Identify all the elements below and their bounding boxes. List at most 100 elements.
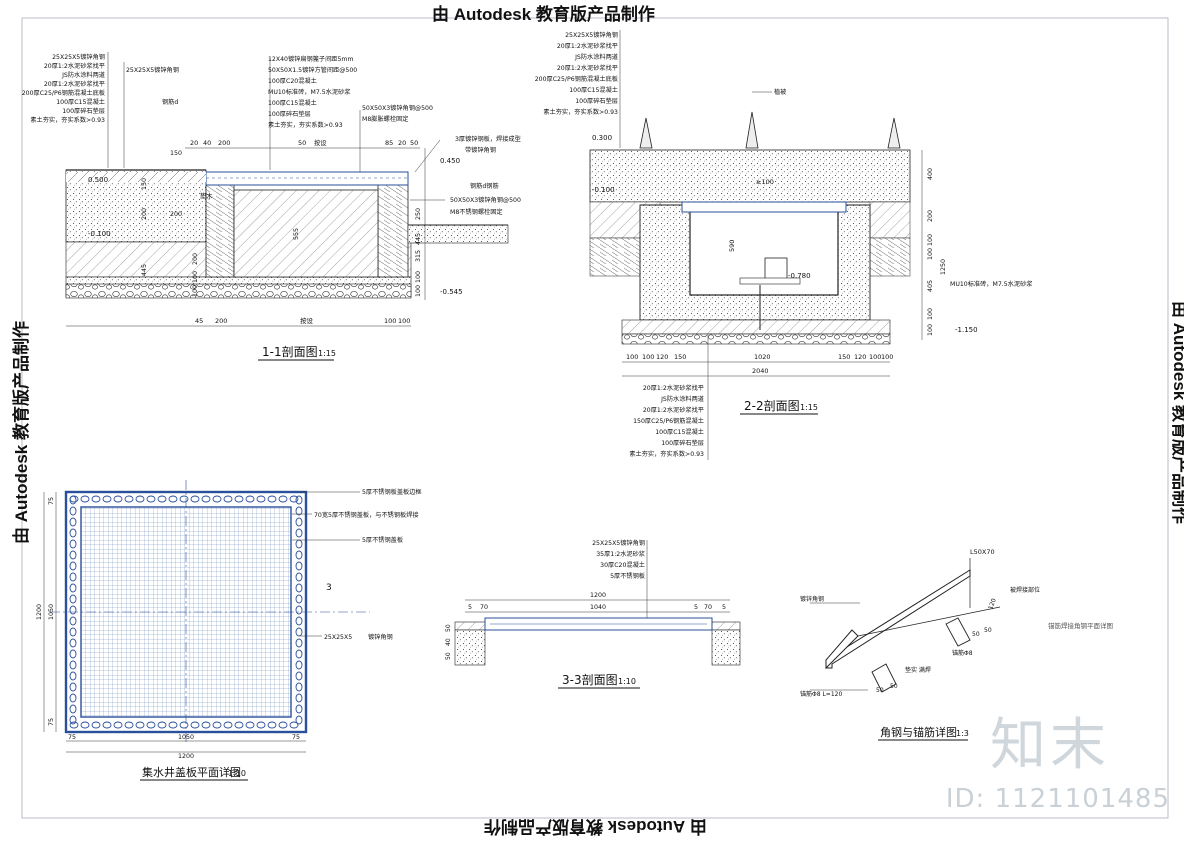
s3-dim: 50 [445, 624, 452, 632]
plan-scale: 1:10 [228, 769, 246, 778]
plan-callout: 5厚不锈钢板盖板边框 [362, 488, 422, 496]
weld-loop [69, 528, 77, 538]
s3-dim: 40 [445, 638, 452, 646]
s1-dim: 按设 [300, 316, 314, 325]
s1-dim: 40 [203, 139, 211, 147]
weld-loop [295, 561, 303, 571]
plan-dim: 75 [68, 734, 76, 741]
weld-loop [179, 495, 189, 503]
s1-dim: 50 [410, 139, 418, 147]
weld-loop [69, 583, 77, 593]
s2-layer: 100厚C15混凝土 [655, 428, 704, 436]
angle-callout: 锚筋Φ8 L=120 [800, 690, 842, 698]
s1-layer: 200厚C25/P6钢筋混凝土底板 [22, 89, 105, 97]
weld-loop [102, 721, 112, 729]
weld-loop [69, 594, 77, 604]
weld-loop [267, 495, 277, 503]
s1-callout: 带镀锌角钢 [465, 146, 496, 154]
angle-callout: 垫实 满焊 [905, 666, 931, 674]
s2-inner: ≥100 [756, 178, 774, 186]
s2-dim: 1250 [940, 259, 947, 275]
plan-title: 集水井盖板平面详图 [142, 765, 241, 779]
weld-loop [80, 495, 90, 503]
s1-callout: 100厚C20混凝土 [268, 77, 317, 85]
weld-loop [190, 495, 200, 503]
s2-dim: 200 [927, 210, 934, 222]
angle-callout: 镀锌角钢 [800, 595, 824, 603]
s1-dim: 85 [385, 139, 393, 147]
weld-loop [256, 495, 266, 503]
weld-loop [124, 495, 134, 503]
s1-callout: 3厚镀锌钢板，焊接成型 [455, 135, 521, 143]
weld-loop [146, 495, 156, 503]
weld-loop [295, 638, 303, 648]
s1-callout: 100厚碎石垫层 [268, 110, 311, 118]
s1-dim: 100 [415, 271, 422, 283]
weld-loop [69, 572, 77, 582]
plan-callout: 70宽5厚不锈钢盖板，与不锈钢板焊接 [314, 511, 419, 519]
weld-loop [135, 721, 145, 729]
weld-loop [168, 721, 178, 729]
s2-dim: 100 [927, 248, 934, 260]
s2-scale: 1:15 [800, 403, 818, 412]
weld-loop [289, 721, 299, 729]
weld-loop [69, 495, 77, 505]
weld-loop [168, 495, 178, 503]
s2-layer: 100厚C15混凝土 [569, 86, 618, 94]
s1-layer: 100厚C15混凝土 [56, 98, 105, 106]
angle-dim: 50 [876, 687, 884, 694]
s1-callout: 50X50X3镀锌角钢@500 [450, 196, 521, 204]
s2-level: -0.100 [592, 186, 615, 194]
s2-layer: 素土夯实，夯实系数>0.93 [629, 450, 704, 458]
s2-layer: 25X25X5镀锌角钢 [565, 31, 618, 39]
s3-layer: 25X25X5镀锌角钢 [592, 539, 645, 547]
weld-loop [267, 721, 277, 729]
weld-loop [295, 660, 303, 670]
s2-layer: 200厚C25/P6钢筋混凝土底板 [535, 75, 618, 83]
s3-dim: 50 [445, 652, 452, 660]
weld-loop [91, 495, 101, 503]
angle-anchor-detail: L50X70 镀锌角钢 锚筋Φ8 L=120 垫实 满焊 锚筋Φ8 被焊接部位 … [800, 548, 1113, 741]
s2-layer: 20厚1:2水泥砂浆找平 [643, 384, 704, 392]
s2-dim: 100 [881, 353, 893, 361]
weld-loop [91, 721, 101, 729]
weld-loop [295, 495, 303, 505]
section-3-3: 25X25X5镀锌角钢 35厚1:2水泥砂浆 30厚C20混凝土 5厚不锈钢板 … [445, 539, 741, 689]
s3-layer: 30厚C20混凝土 [600, 561, 645, 569]
weld-loop [295, 605, 303, 615]
s1-callout: 钢筋d钢筋 [470, 182, 499, 190]
plan-dim: 1050 [48, 604, 55, 620]
s3-dim: 1040 [590, 604, 606, 611]
weld-loop [295, 649, 303, 659]
s1-dim: 100 [384, 317, 396, 325]
weld-loop [289, 495, 299, 503]
s2-dim: 100 [927, 308, 934, 320]
angle-callout: 锚筋焊接角钢平面详图 [1048, 621, 1113, 630]
plan-callout: 25X25X5 [324, 634, 352, 641]
weld-loop [201, 495, 211, 503]
s2-level: -1.150 [955, 326, 978, 334]
s1-callout: 钢筋d [162, 98, 178, 106]
weld-loop [190, 721, 200, 729]
s2-layer: 100厚碎石垫层 [575, 97, 618, 105]
weld-loop [69, 550, 77, 560]
s3-layer: 5厚不锈钢板 [610, 572, 645, 580]
angle-title: 角钢与锚筋详图 [880, 725, 957, 739]
s3-dim: 5 [694, 604, 698, 611]
s3-dim: 5 [468, 604, 472, 611]
weld-loop [69, 715, 77, 725]
section-2-2: 25X25X5镀锌角钢 20厚1:2水泥砂浆找平 JS防水涂料两道 20厚1:2… [535, 30, 1032, 460]
s2-level: 0.300 [592, 134, 612, 142]
weld-loop [69, 605, 77, 615]
s1-level: -0.545 [440, 288, 463, 296]
weld-loop [113, 495, 123, 503]
weld-loop [256, 721, 266, 729]
s1-dim: 45 [195, 317, 203, 325]
s1-dim: 200 [192, 253, 199, 265]
s2-layer: 20厚1:2水泥砂浆找平 [557, 42, 618, 50]
s2-title: 2-2剖面图 [744, 399, 800, 413]
s2-dim: 405 [927, 280, 934, 292]
angle-callout: 被焊接部位 [1010, 586, 1040, 594]
s1-dim: 200 [141, 208, 148, 220]
